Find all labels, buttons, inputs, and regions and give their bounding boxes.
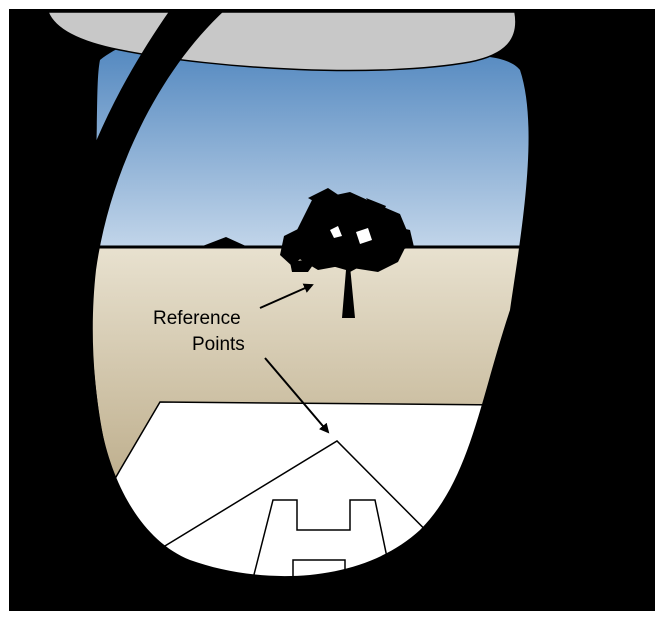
hill-icon: [200, 237, 248, 247]
tree-icon: [280, 188, 414, 318]
helipad-h-icon: [244, 499, 399, 610]
reference-label-line1: Reference: [153, 308, 241, 329]
arrow-icon: [264, 357, 330, 434]
cabin-frame: [10, 10, 654, 610]
diagram-border: [9, 9, 655, 611]
left-strut: [10, 291, 60, 332]
door-pillar: [47, 10, 225, 610]
arrow-icon: [259, 283, 314, 309]
reference-label-line2: Points: [192, 334, 245, 355]
